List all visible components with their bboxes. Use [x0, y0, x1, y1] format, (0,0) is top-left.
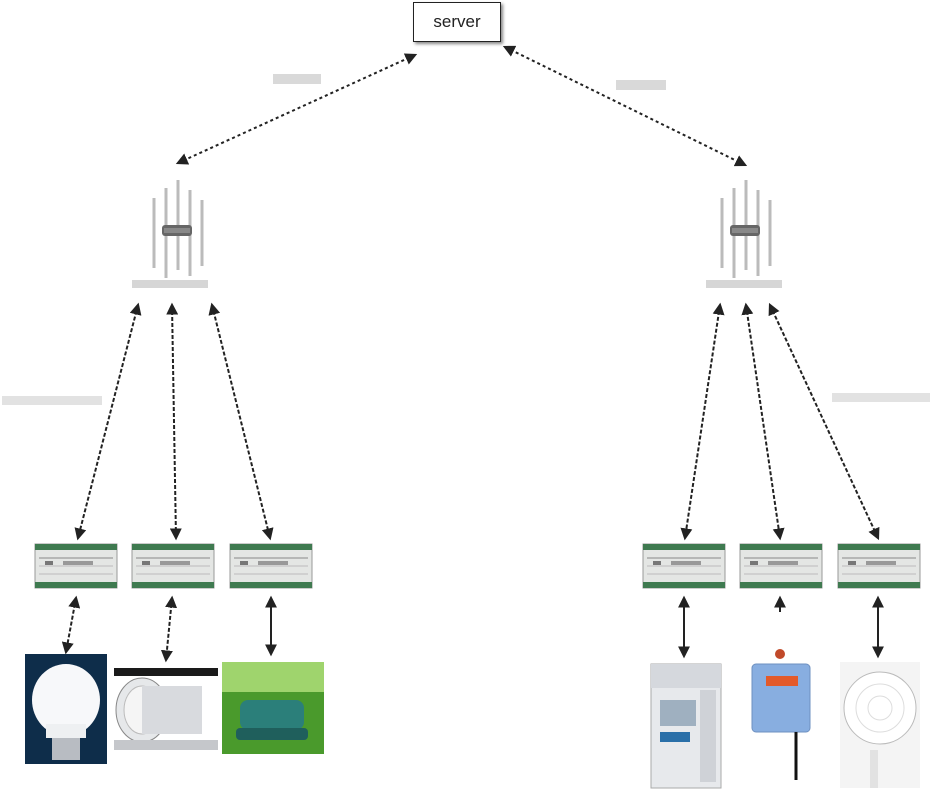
downlink-label-left	[2, 396, 102, 405]
uplink-right	[502, 45, 748, 167]
downlink-label-right	[832, 393, 930, 402]
sensor-transmitter-icon	[751, 649, 811, 780]
controller-module	[34, 543, 118, 589]
energy-meter-icon	[650, 663, 722, 789]
uplink-left	[175, 53, 418, 165]
downlink	[208, 302, 274, 541]
downlink	[741, 302, 785, 541]
controller-module	[739, 543, 823, 589]
downlink	[680, 302, 725, 541]
uplink-label-left	[273, 74, 321, 84]
water-sprinkler-icon	[222, 662, 324, 754]
controller-module	[837, 543, 921, 589]
downlink	[768, 302, 880, 541]
duct-fan-icon	[114, 668, 218, 752]
device-link	[61, 595, 81, 655]
uplink-label-right	[616, 80, 666, 90]
gateway-label-left	[132, 280, 208, 288]
controller-module	[131, 543, 215, 589]
soil-sensor-icon	[840, 662, 920, 788]
downlink	[166, 302, 182, 541]
server-label: server	[433, 12, 481, 31]
antenna-icon	[720, 178, 772, 280]
downlink	[74, 302, 142, 541]
controller-module	[642, 543, 726, 589]
light-bulb-icon	[25, 654, 107, 764]
device-link	[160, 595, 178, 663]
server-node: server	[413, 2, 501, 42]
antenna-icon	[152, 178, 204, 280]
controller-module	[229, 543, 313, 589]
gateway-label-right	[706, 280, 782, 288]
